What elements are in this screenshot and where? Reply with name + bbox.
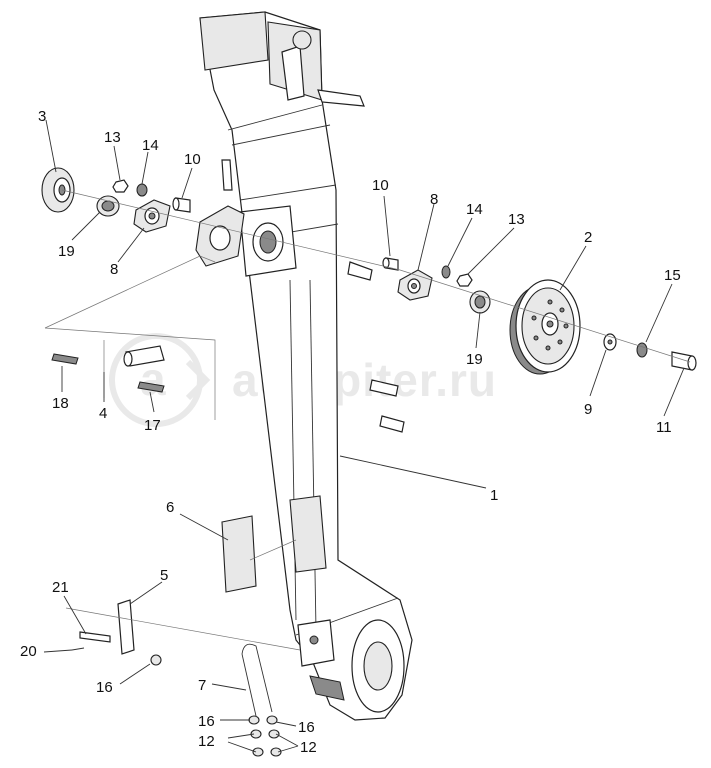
washer-part-9 [603,333,617,351]
callout-labels: 3 13 14 10 19 8 10 8 14 13 2 15 19 9 11 … [20,108,681,756]
nut-part-16-right [266,715,278,725]
plate-part-6 [221,515,257,593]
bearing-part-19-right [469,290,491,314]
frame-flange-left [195,205,245,267]
callout-18: 18 [52,395,69,412]
bolt-part-10-left [172,197,191,213]
callout-20: 20 [20,643,37,660]
callout-15: 15 [664,267,681,284]
callout-12: 12 [300,739,317,756]
callout-12: 12 [198,733,215,750]
assembly-axis-lines [61,189,691,651]
callout-5: 5 [160,567,168,584]
shaft-part-11 [671,351,697,371]
u-bolt-part-7 [241,643,273,717]
callout-7: 7 [198,677,206,694]
cover-disc-part-3 [41,167,75,213]
nut-part-12-left [250,729,264,757]
callout-19: 19 [58,243,75,260]
callout-19: 19 [466,351,483,368]
callout-16: 16 [96,679,113,696]
key-part-18 [51,353,79,365]
callout-16: 16 [198,713,215,730]
callout-16: 16 [298,719,315,736]
callout-10: 10 [184,151,201,168]
callout-10: 10 [372,177,389,194]
callout-21: 21 [52,579,69,596]
nut-part-16-left [150,654,162,666]
nut-part-13-left [112,179,129,193]
cotter-part-20 [71,647,85,651]
nut-part-13-right [456,273,473,287]
callout-4: 4 [99,405,107,422]
bolt-part-10-right [382,257,399,271]
flange-part-8-left [133,199,171,233]
callout-14: 14 [466,201,483,218]
bolt-part-21 [79,631,111,643]
bracket-part-5 [117,599,135,655]
bearing-part-19-left [96,195,120,217]
callout-13: 13 [104,129,121,146]
washer-part-15 [636,342,648,358]
callout-6: 6 [166,499,174,516]
pulley-part-2 [509,279,581,375]
nut-part-16-center [248,715,260,725]
callout-11: 11 [656,419,672,436]
callout-9: 9 [584,401,592,418]
callout-14: 14 [142,137,159,154]
washer-part-14-right [441,265,451,279]
callout-3: 3 [38,108,46,125]
assembly-group-part-4 [44,255,216,420]
callout-8: 8 [110,261,118,278]
main-frame-part-1 [199,11,413,721]
leader-lines [43,119,685,753]
callout-1: 1 [490,487,498,504]
washer-part-14-left [136,183,148,197]
nut-part-12-right [268,729,282,757]
pin-part-17 [137,381,165,393]
callout-17: 17 [144,417,161,434]
callout-13: 13 [508,211,525,228]
callout-8: 8 [430,191,438,208]
callout-2: 2 [584,229,592,246]
